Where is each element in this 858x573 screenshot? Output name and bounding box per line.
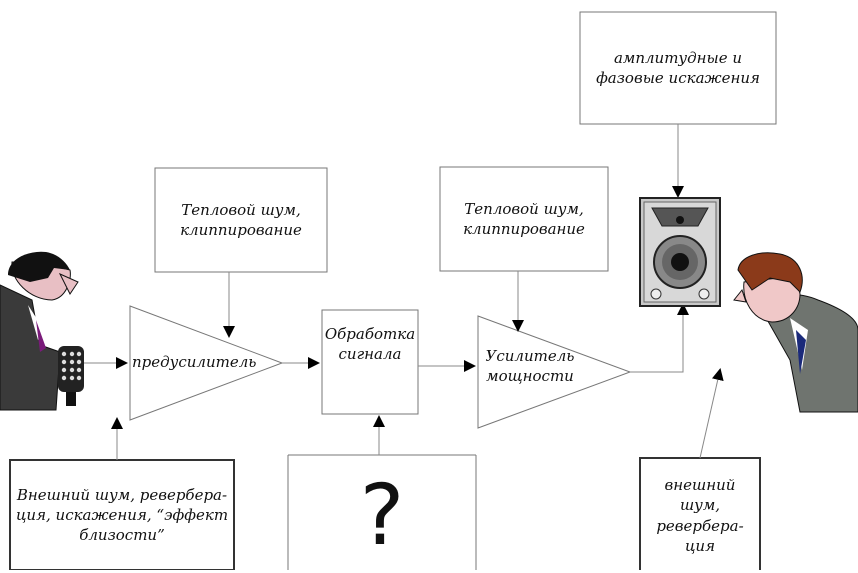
listener-noise-text: внешний шум, реверберa- ция: [656, 476, 744, 555]
preamp-noise-text: Тепловой шум, клиппирование: [180, 200, 302, 239]
loudspeaker-icon: [639, 197, 721, 307]
unknown-question-mark: ?: [359, 466, 405, 564]
phase-distortion-box: [579, 11, 777, 125]
power-amp-noise-text: Тепловой шум, клиппирование: [463, 199, 585, 238]
mic-noise-text: Внешний шум, реверберa- ция, искажения, …: [15, 485, 229, 545]
power-amp-label: Усилитель мощности: [485, 347, 575, 386]
preamp-triangle: [129, 305, 284, 421]
microphone-icon: [58, 346, 84, 406]
listener-noise-box: [639, 457, 761, 570]
power-amp-noise-box: [439, 166, 609, 272]
preamp-noise-box: [154, 167, 328, 273]
processing-label: Обработка сигнала: [324, 325, 416, 364]
unknown-box: [287, 454, 477, 570]
mic-noise-box: [9, 459, 235, 570]
signal-processing-box: [321, 309, 419, 415]
power-amp-triangle: [477, 315, 632, 429]
phase-distortion-text: амплитудные и фазовые искажения: [596, 48, 760, 87]
listener-person-icon: [733, 252, 858, 413]
preamp-label: предусилитель: [132, 353, 257, 371]
speaker-person-icon: [0, 251, 79, 411]
